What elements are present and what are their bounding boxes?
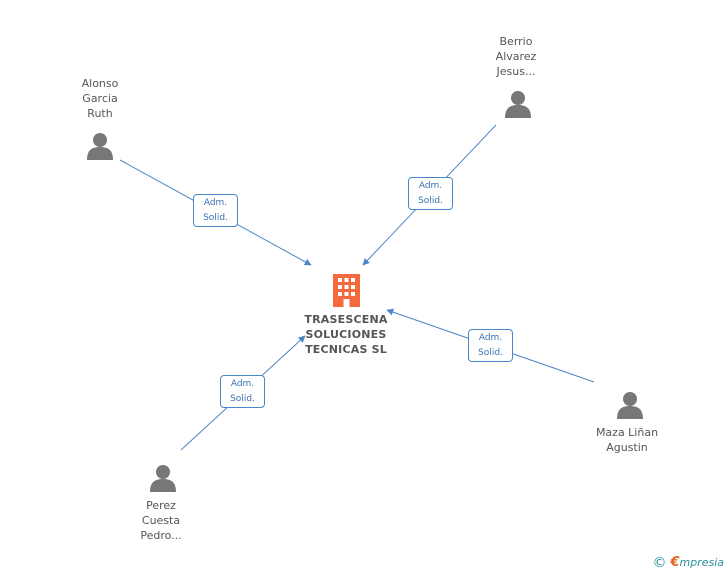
company-name-line: SOLUCIONES <box>305 328 387 341</box>
person-icon[interactable] <box>617 392 643 419</box>
person-name-line: Alonso <box>81 77 119 90</box>
person-name-line: Cuesta <box>141 514 181 527</box>
person-name-alonso[interactable]: Alonso Garcia Ruth <box>60 76 140 121</box>
person-name-perez[interactable]: Perez Cuesta Pedro... <box>121 498 201 543</box>
person-name-line: Agustin <box>606 441 648 454</box>
person-name-line: Pedro... <box>140 529 182 542</box>
company-name-line: TRASESCENA <box>304 313 388 326</box>
person-name-line: Maza Liñan <box>595 426 659 439</box>
company-name[interactable]: TRASESCENA SOLUCIONES TECNICAS SL <box>296 312 396 357</box>
role-badge-line: Adm. <box>203 198 228 208</box>
copyright-icon: © <box>652 555 667 571</box>
person-icon[interactable] <box>150 465 176 492</box>
person-name-line: Alvarez <box>495 50 537 63</box>
role-badge-line: Solid. <box>203 213 228 223</box>
role-badge-berrio[interactable]: Adm. Solid. <box>408 177 453 210</box>
person-name-maza[interactable]: Maza Liñan Agustin <box>582 425 672 455</box>
person-name-line: Perez <box>146 499 176 512</box>
role-badge-line: Adm. <box>418 181 443 191</box>
role-badge-line: Solid. <box>478 348 503 358</box>
role-badge-maza[interactable]: Adm. Solid. <box>468 329 513 362</box>
brand-name: mpresia <box>679 556 724 569</box>
person-name-line: Berrio <box>499 35 533 48</box>
role-badge-line: Solid. <box>230 394 255 404</box>
person-icon[interactable] <box>505 91 531 118</box>
role-badge-line: Adm. <box>478 333 503 343</box>
person-name-line: Jesus... <box>496 65 536 78</box>
role-badge-line: Adm. <box>230 379 255 389</box>
person-name-line: Garcia <box>82 92 118 105</box>
role-badge-line: Solid. <box>418 196 443 206</box>
person-name-line: Ruth <box>87 107 113 120</box>
company-name-line: TECNICAS SL <box>305 343 387 356</box>
footer-branding[interactable]: ©€mpresia <box>652 555 724 571</box>
role-badge-perez[interactable]: Adm. Solid. <box>220 375 265 408</box>
building-icon[interactable] <box>333 274 360 307</box>
brand-logo-letter: € <box>670 555 680 570</box>
role-badge-alonso[interactable]: Adm. Solid. <box>193 194 238 227</box>
person-icon[interactable] <box>87 133 113 160</box>
person-name-berrio[interactable]: Berrio Alvarez Jesus... <box>476 34 556 79</box>
